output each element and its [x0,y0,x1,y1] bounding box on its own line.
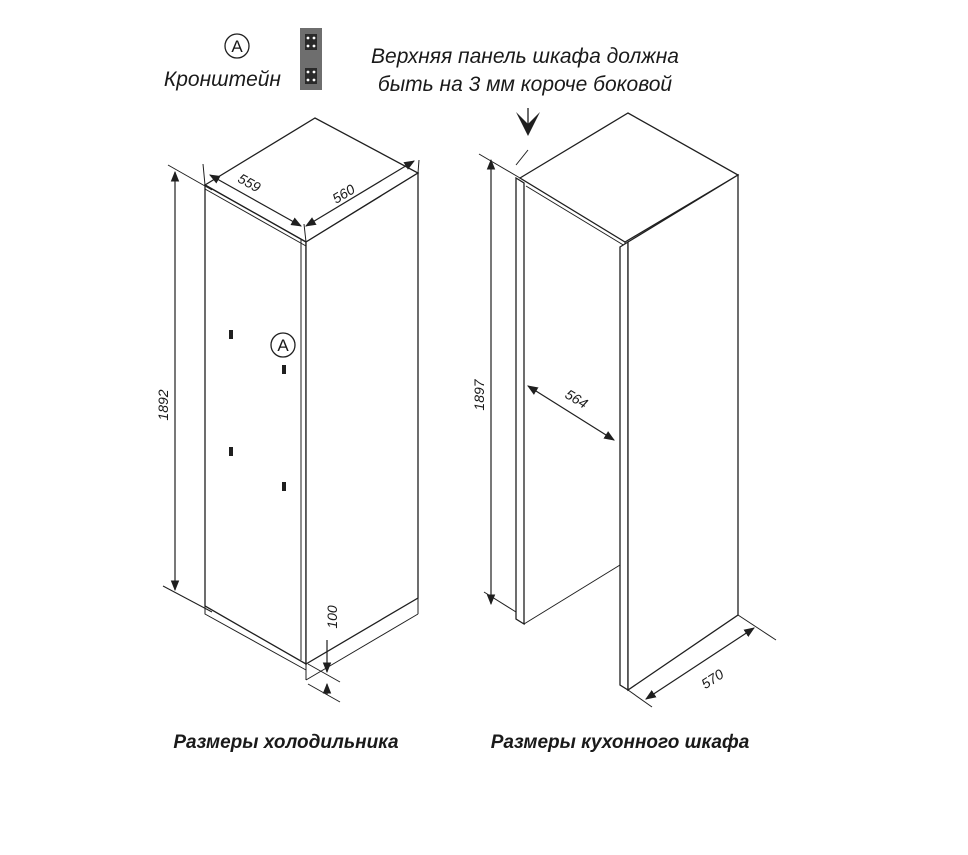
cabinet-left-panel [515,176,525,626]
fridge-marker-circle [270,332,296,358]
cabinet-right-panel-edge [619,240,629,692]
cabinet-depth-dimension [645,627,755,700]
cabinet-inner-width-label: 564 [562,386,590,412]
legend-marker-letter: A [231,37,243,56]
fridge-front-face [204,183,307,666]
fridge-drawing: A 1892 559 560 100 Размеры холодильника [155,117,420,753]
note-line-2: быть на 3 мм короче боковой [378,73,673,96]
cabinet-depth-label: 570 [698,666,726,692]
cabinet-drawing: 1897 564 570 Размеры кухонного шкафа [471,112,777,753]
fridge-marker-letter: A [277,336,289,355]
door-bracket-mark [282,365,286,374]
cabinet-height-label: 1897 [471,378,487,410]
door-bracket-mark [229,447,233,456]
fridge-height-label: 1892 [155,389,171,420]
note-line-1: Верхняя панель шкафа должна [371,45,679,68]
fridge-side-face [305,171,419,666]
cabinet-right-panel [627,173,739,692]
bracket-icon [300,28,322,90]
marker-a-circle [224,33,250,59]
note: Верхняя панель шкафа должна быть на 3 мм… [371,45,679,136]
cabinet-caption: Размеры кухонного шкафа [491,732,750,753]
fridge-depth-dimension [209,174,302,227]
fridge-plinth-label: 100 [324,605,340,629]
note-arrow-icon [516,108,540,136]
legend: A Кронштейн [164,28,322,91]
door-bracket-mark [229,330,233,339]
door-bracket-mark [282,482,286,491]
bracket-label: Кронштейн [164,68,282,91]
fridge-width-dimension [305,160,415,227]
fridge-caption: Размеры холодильника [173,732,399,753]
cabinet-inner-width-dimension [527,385,615,441]
